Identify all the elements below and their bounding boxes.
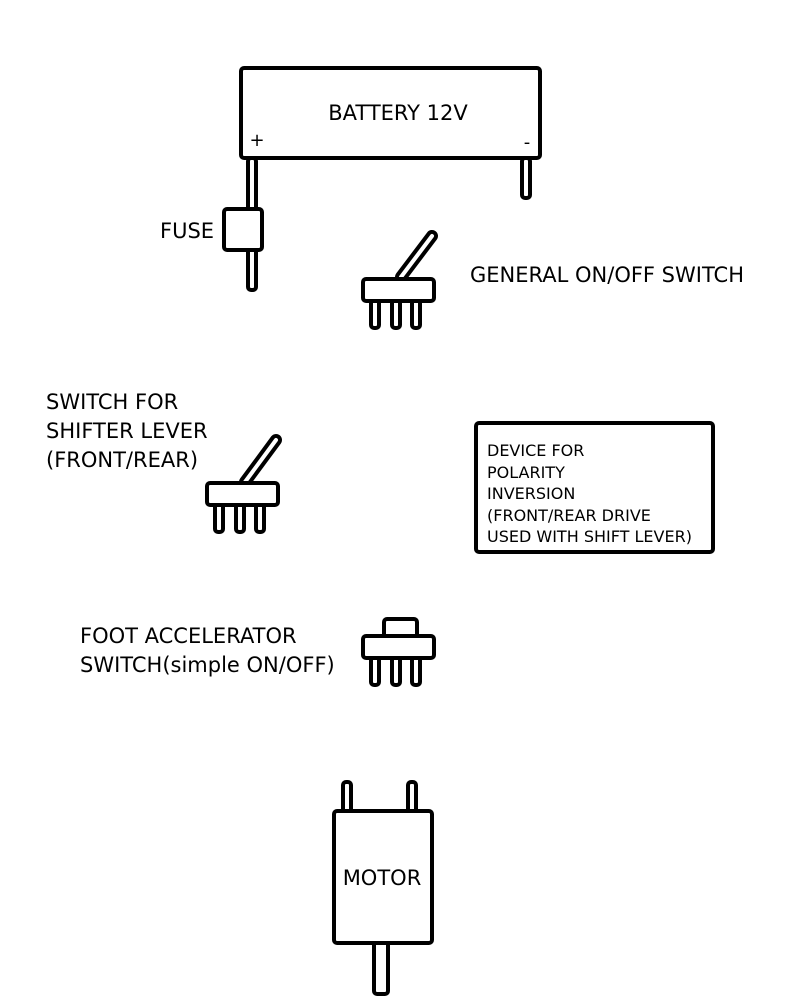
foot-switch-icon bbox=[361, 617, 436, 687]
foot-switch-label: FOOT ACCELERATOR SWITCH(simple ON/OFF) bbox=[80, 622, 335, 680]
shifter-switch-label-line: (FRONT/REAR) bbox=[46, 448, 199, 472]
shifter-switch-label-line: SHIFTER LEVER bbox=[46, 419, 208, 443]
motor-terminal-left bbox=[341, 780, 353, 814]
foot-switch-label-line: SWITCH(simple ON/OFF) bbox=[80, 653, 335, 677]
polarity-device-label-line: (FRONT/REAR DRIVE bbox=[487, 505, 651, 525]
motor-shaft bbox=[372, 938, 390, 996]
battery-body bbox=[239, 66, 542, 160]
foot-switch-base bbox=[361, 634, 436, 660]
polarity-device-label-line: INVERSION bbox=[487, 484, 576, 503]
foot-switch-label-line: FOOT ACCELERATOR bbox=[80, 624, 297, 648]
shifter-switch-icon bbox=[205, 434, 282, 534]
shifter-switch-base bbox=[205, 481, 280, 507]
battery: BATTERY 12V + - bbox=[239, 66, 542, 292]
motor-label: MOTOR bbox=[343, 866, 422, 890]
polarity-device-label-line: DEVICE FOR bbox=[487, 441, 585, 460]
shifter-switch-label: SWITCH FOR SHIFTER LEVER (FRONT/REAR) bbox=[46, 388, 208, 475]
motor: MOTOR bbox=[332, 780, 434, 996]
polarity-device-label-line: USED WITH SHIFT LEVER) bbox=[487, 527, 692, 546]
polarity-device-label: DEVICE FOR POLARITY INVERSION (FRONT/REA… bbox=[487, 440, 692, 548]
battery-plus-sign: + bbox=[249, 130, 264, 151]
battery-minus-sign: - bbox=[524, 132, 531, 153]
battery-label: BATTERY 12V bbox=[328, 101, 468, 125]
motor-body bbox=[332, 809, 434, 945]
battery-negative-terminal bbox=[520, 156, 532, 200]
polarity-device-box bbox=[474, 421, 715, 554]
fuse-label: FUSE bbox=[160, 219, 215, 243]
motor-terminal-right bbox=[406, 780, 418, 814]
shifter-switch-label-line: SWITCH FOR bbox=[46, 390, 179, 414]
fuse-body bbox=[222, 207, 264, 252]
general-switch-icon bbox=[361, 230, 438, 330]
general-switch-label: GENERAL ON/OFF SWITCH bbox=[470, 263, 745, 287]
general-switch-base bbox=[361, 277, 436, 303]
polarity-device-label-line: POLARITY bbox=[487, 462, 565, 482]
